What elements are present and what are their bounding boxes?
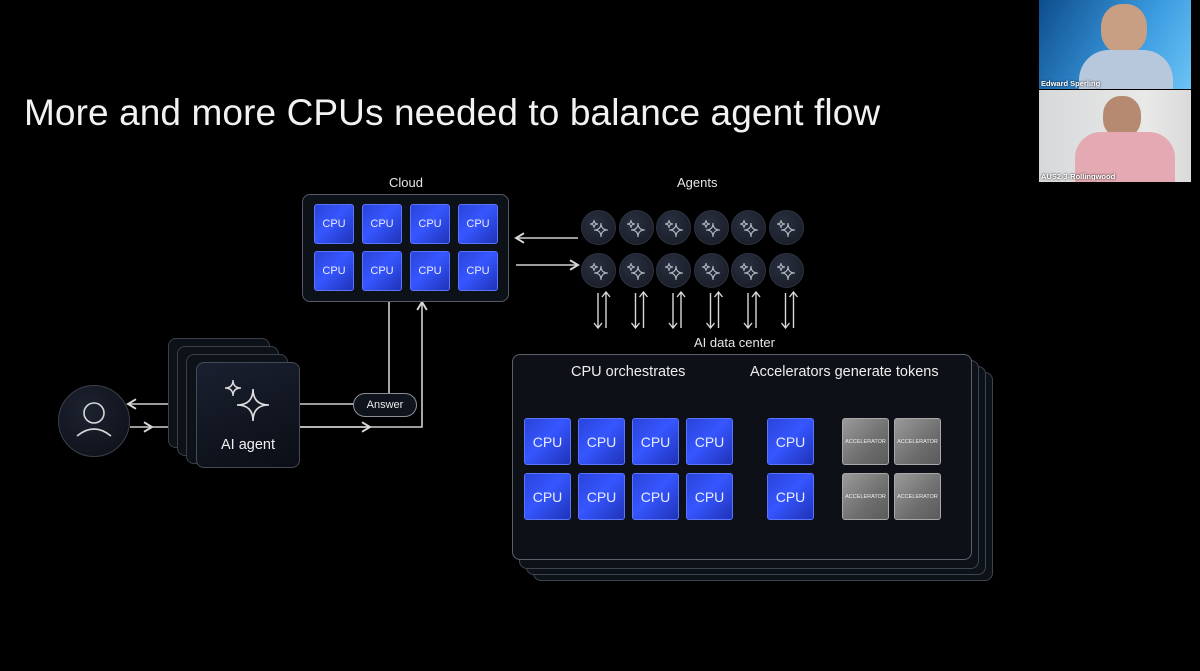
cpu-chip: CPU (410, 204, 450, 244)
accelerator-chip: ACCELERATOR (894, 473, 941, 520)
sparkle-icon (589, 219, 608, 237)
user-avatar (58, 385, 130, 457)
sparkle-icon (739, 219, 758, 237)
agent-node (768, 253, 804, 288)
answer-label: Answer (366, 399, 404, 411)
arrow-up (601, 290, 611, 328)
cpu-chip: CPU (458, 251, 498, 291)
arrow-down (630, 293, 641, 330)
agent-node (618, 253, 654, 288)
arrow-up (638, 290, 649, 328)
agent-node (618, 210, 654, 245)
arrow-down (780, 293, 791, 330)
agent-node (693, 253, 729, 288)
cpu-chip: CPU (362, 204, 402, 244)
agents-grid (581, 210, 804, 288)
video-tile-participant-1[interactable]: Edward Sperling (1039, 0, 1191, 89)
agent-node (693, 210, 729, 245)
video-tile-participant-2[interactable]: AUS2-3-Rollingwood (1039, 90, 1191, 182)
sparkle-icon (739, 262, 758, 280)
ai-agent-label: AI agent (220, 437, 275, 453)
agent-node (656, 253, 691, 288)
answer-pill: Answer (353, 393, 417, 417)
arrow-down (668, 293, 678, 330)
cloud-label: Cloud (389, 175, 423, 190)
cpu-chip: CPU (578, 473, 625, 520)
participant-name: Edward Sperling (1041, 79, 1101, 88)
cpu-chip: CPU (524, 473, 571, 520)
arrow-down (743, 293, 753, 330)
agent-node (656, 210, 691, 245)
agent-node (731, 253, 766, 288)
sparkle-icon (626, 219, 646, 237)
sparkle-icon (701, 219, 721, 237)
accelerator-chip: ACCELERATOR (842, 473, 889, 520)
sparkle-icon (664, 219, 683, 237)
sparkle-icon (776, 262, 796, 280)
agent-node (581, 210, 616, 245)
cpu-chip: CPU (578, 418, 625, 465)
cpu-chip: CPU (458, 204, 498, 244)
cpu-chip: CPU (767, 418, 814, 465)
cpu-orchestrates-label: CPU orchestrates (571, 364, 686, 380)
user-icon (76, 402, 112, 437)
cpu-chip: CPU (314, 204, 354, 244)
cpu-chip: CPU (362, 251, 402, 291)
ai-data-center-label: AI data center (694, 335, 775, 350)
participant-name: AUS2-3-Rollingwood (1041, 172, 1116, 181)
arrow-down (705, 293, 716, 330)
accelerator-chip: ACCELERATOR (894, 418, 941, 465)
cpu-chip: CPU (632, 473, 679, 520)
arrow-down (593, 293, 603, 330)
accelerators-label: Accelerators generate tokens (750, 364, 939, 380)
agent-node (731, 210, 766, 245)
sparkle-icon (589, 262, 608, 280)
agents-label: Agents (677, 175, 718, 190)
arrow-up (676, 290, 686, 328)
arrow-up (788, 290, 799, 328)
sparkle-icon (701, 262, 721, 280)
sparkle-icon (664, 262, 683, 280)
cpu-chip: CPU (314, 251, 354, 291)
arrow-up (751, 290, 761, 328)
datacenter-panel: CPU orchestrates Accelerators generate t… (512, 354, 972, 560)
cpu-chip: CPU (524, 418, 571, 465)
sparkle-icon (776, 219, 796, 237)
arrow-up (713, 290, 724, 328)
cpu-chip: CPU (686, 418, 733, 465)
cpu-chip: CPU (686, 473, 733, 520)
sparkle-icon (224, 379, 270, 422)
agent-node (768, 210, 804, 245)
cpu-chip: CPU (767, 473, 814, 520)
slide-title: More and more CPUs needed to balance age… (24, 92, 881, 133)
cpu-chip: CPU (410, 251, 450, 291)
accelerator-chip: ACCELERATOR (842, 418, 889, 465)
agent-node (581, 253, 616, 288)
sparkle-icon (626, 262, 646, 280)
ai-agent-card: AI agent (196, 362, 300, 468)
cpu-chip: CPU (632, 418, 679, 465)
